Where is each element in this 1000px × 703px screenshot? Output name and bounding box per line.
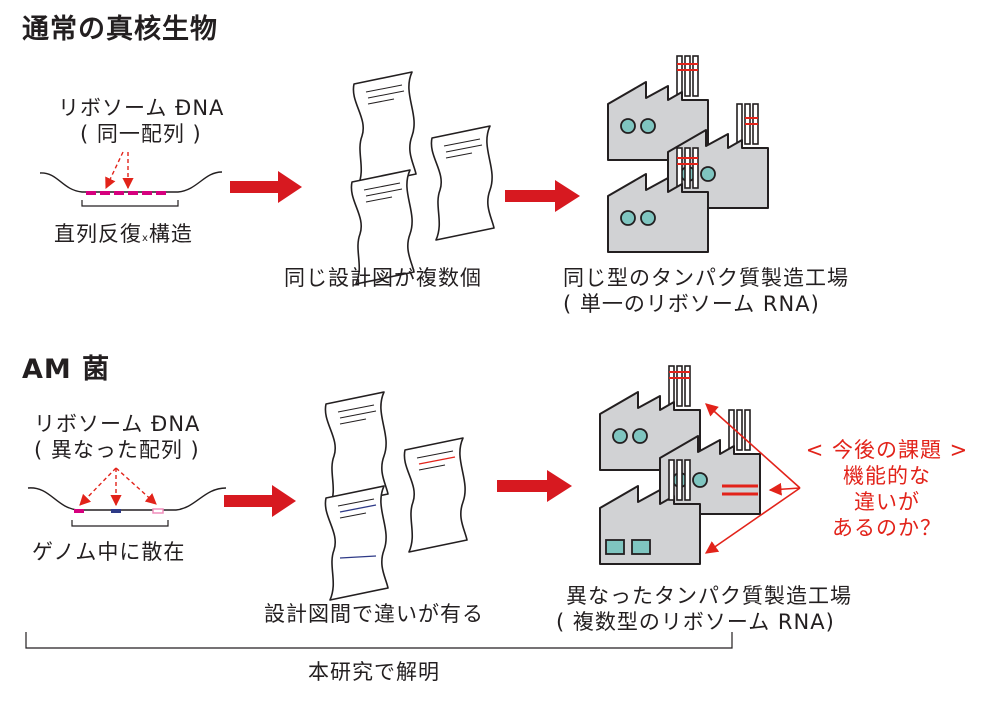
dna-pointer-arrow [105, 151, 124, 190]
question-line: あるのか？ [832, 516, 942, 540]
factory-caption: 異なったタンパク質製造工場 [566, 584, 852, 608]
tandem-repeat-caption: 直列反復x構造 [54, 222, 193, 246]
factory-icon [599, 365, 701, 471]
question-line: 違いが [854, 490, 920, 514]
blueprint-caption: 同じ設計図が複数個 [284, 266, 482, 290]
factory-caption: 同じ型のタンパク質製造工場 [563, 266, 849, 290]
blueprint-caption: 設計図間で違いが有る [264, 602, 484, 626]
factory-icon [659, 409, 761, 515]
blueprint-sheet [350, 169, 415, 285]
blueprint-sheet [324, 391, 389, 507]
factory-icon [607, 147, 709, 253]
rdna-sequence-note: ( 同一配列 ) [80, 122, 202, 146]
question-line: 機能的な [843, 464, 931, 488]
research-bracket [25, 632, 733, 649]
research-caption: 本研究で解明 [308, 660, 440, 684]
flow-arrow [505, 180, 580, 212]
rdna-label: リボソーム ÐNA [34, 412, 201, 436]
scatter-bracket [71, 520, 169, 527]
flow-arrow [230, 171, 302, 203]
flow-arrow [497, 470, 572, 502]
factory-icon [599, 459, 701, 565]
rdna-sequence-note: ( 異なった配列 ) [34, 438, 200, 462]
blueprint-sheet [430, 125, 495, 241]
heading-am-fungi: AM 菌 [22, 354, 111, 385]
question-arrow [704, 487, 801, 554]
dna-pointer-arrow [115, 467, 157, 505]
blueprint-sheet [403, 437, 468, 553]
heading-normal-eukaryote: 通常の真核生物 [22, 14, 218, 45]
factory-caption-note: ( 複数型のリボソーム RNA) [556, 610, 835, 634]
genome-line [39, 171, 223, 193]
scattered-caption: ゲノム中に散在 [32, 540, 186, 564]
factory-icon [667, 103, 769, 209]
blueprint-sheet [324, 485, 389, 601]
question-arrow [768, 482, 801, 496]
blueprint-sheet [352, 71, 417, 187]
flow-arrow [224, 485, 296, 517]
factory-icon [607, 55, 709, 161]
caption-subscript: x [142, 233, 149, 244]
question-heading: < 今後の課題 > [805, 438, 969, 462]
rdna-label: リボソーム ÐNA [58, 96, 225, 120]
genome-line [27, 487, 227, 511]
repeat-bracket [81, 200, 179, 207]
factory-caption-note: ( 単一のリボソーム RNA) [563, 292, 820, 316]
dna-pointer-arrow [79, 467, 117, 506]
question-arrow [705, 403, 801, 489]
rdna-copy-pink [152, 508, 164, 514]
